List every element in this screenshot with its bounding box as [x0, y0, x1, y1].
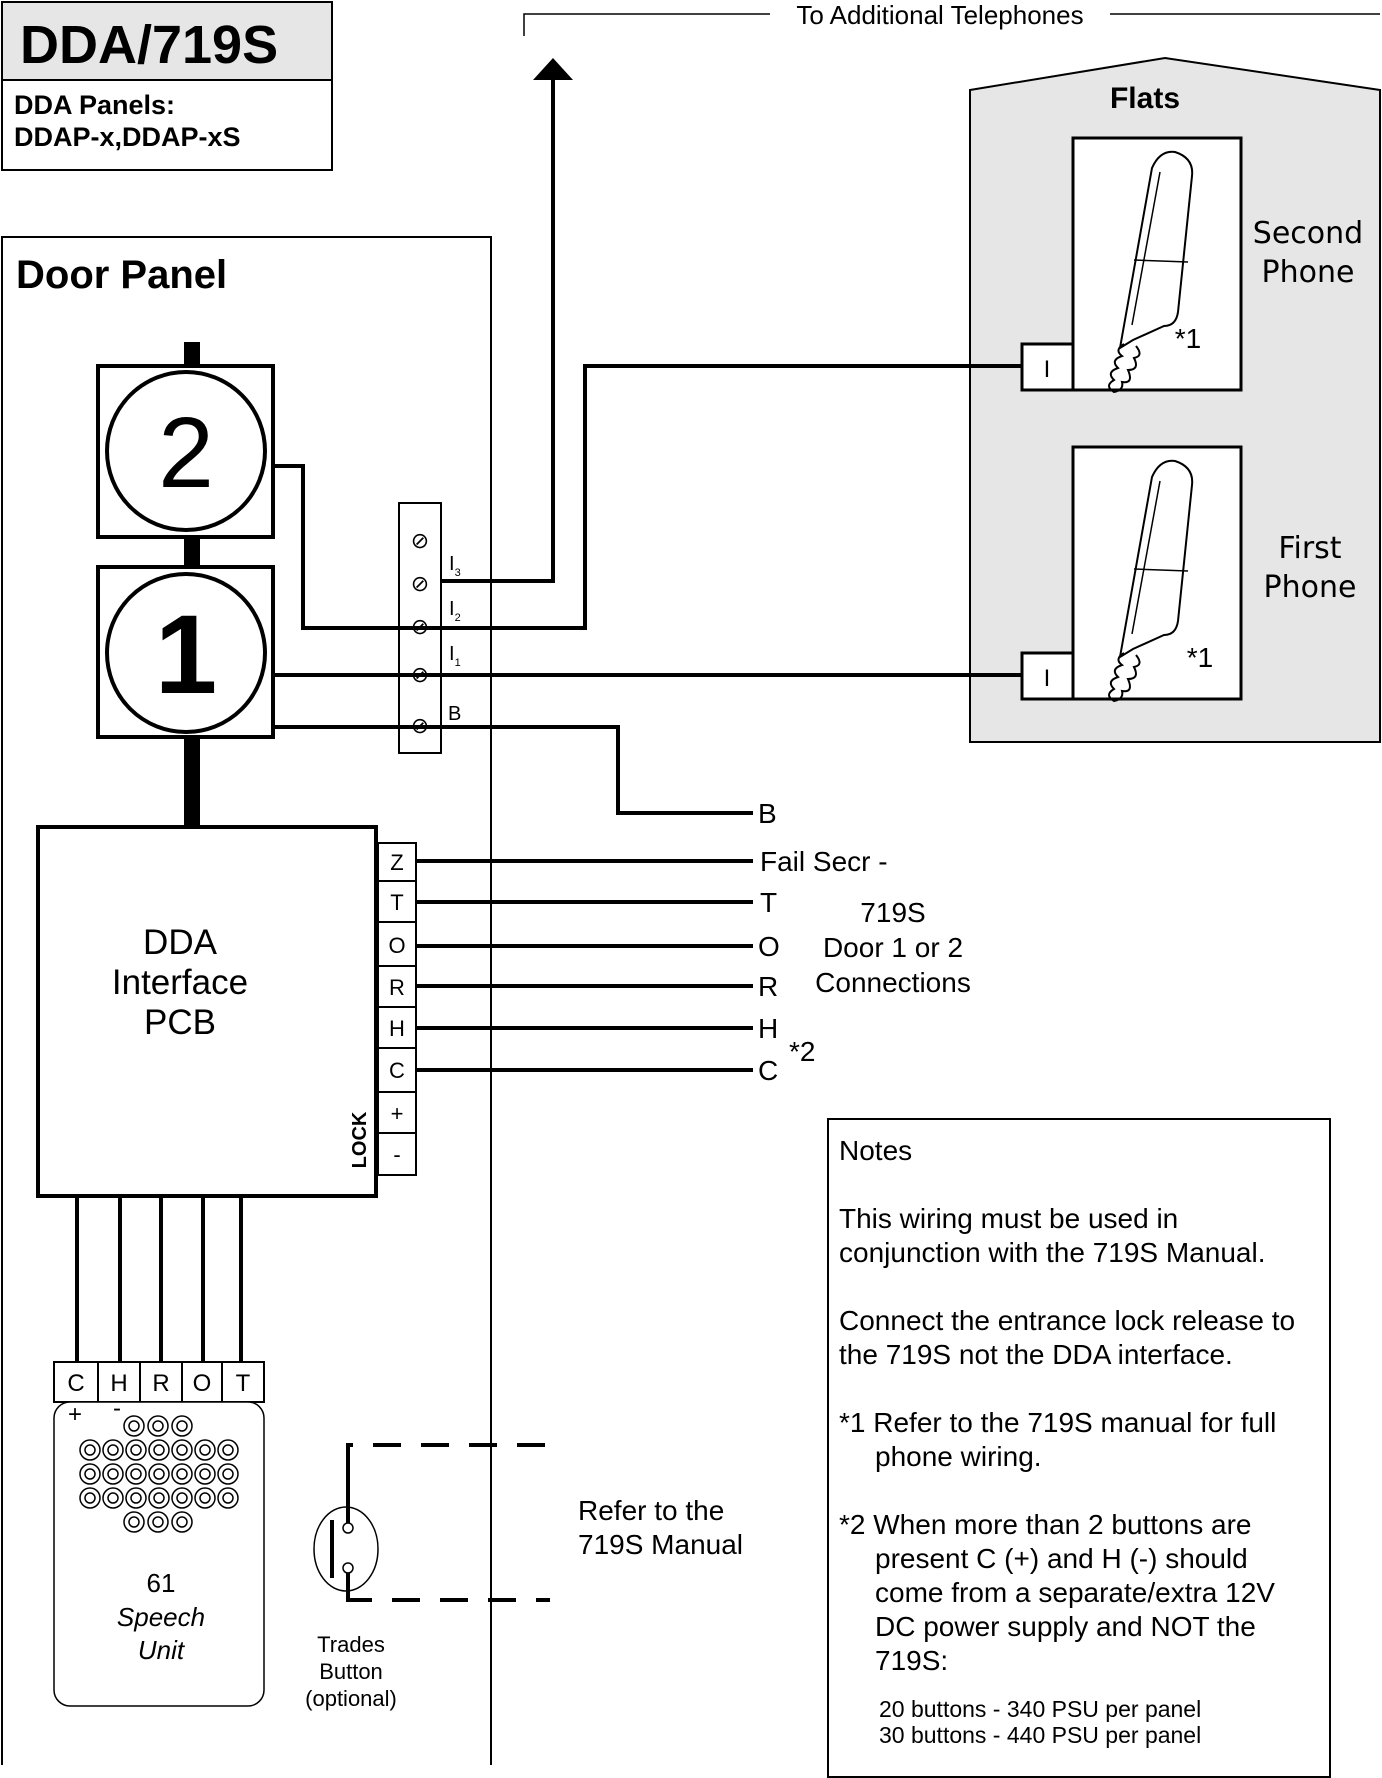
pcb-label-1: DDA — [143, 923, 218, 962]
refer-label-1: Refer to the — [578, 1495, 724, 1526]
lock-label: LOCK — [349, 1111, 371, 1168]
trades-button: Trades Button (optional) — [305, 1443, 560, 1711]
call-button-1: 1 — [96, 565, 275, 739]
second-phone-label-1: Second — [1253, 216, 1363, 251]
pcb-terminal-o: O — [388, 933, 405, 958]
button-spine — [184, 342, 200, 827]
output-b: B — [758, 798, 777, 829]
trades-button-label-2: Button — [319, 1659, 383, 1684]
additional-telephones-bracket: To Additional Telephones — [523, 0, 1380, 36]
button-2-number: 2 — [158, 397, 214, 509]
terminal-label-i1: I1 — [449, 643, 461, 669]
speech-minus: - — [113, 1395, 121, 1422]
speech-unit-number: 61 — [147, 1568, 176, 1598]
refer-label-2: 719S Manual — [578, 1529, 743, 1560]
pcb-terminal-c: C — [389, 1058, 405, 1083]
output-o: O — [758, 931, 780, 962]
speech-unit: C H R O T + - — [53, 1361, 265, 1707]
button-1-number: 1 — [155, 592, 217, 717]
output-h: H — [758, 1013, 778, 1044]
note-lock-release: Connect the entrance lock release to the… — [839, 1305, 1296, 1370]
speaker-grille-icon — [79, 1415, 239, 1533]
output-fail-secr: Fail Secr - — [760, 846, 888, 877]
interface-pcb: DDA Interface PCB LOCK Z T O R H C + - — [36, 825, 417, 1198]
terminal-label-i3: I3 — [449, 553, 461, 579]
trades-button-label-3: (optional) — [305, 1686, 397, 1711]
speech-terminal-c: C — [67, 1370, 84, 1397]
arrow-up-icon — [533, 58, 573, 80]
footnote-ref-1: *1 — [1175, 323, 1201, 354]
output-t: T — [760, 887, 777, 918]
pcb-terminal-minus: - — [393, 1142, 400, 1167]
pcb-terminal-t: T — [390, 890, 403, 915]
terminal-label-b: B — [448, 703, 461, 725]
first-phone-label-2: Phone — [1264, 570, 1357, 605]
note-manual: This wiring must be used in conjunction … — [839, 1203, 1266, 1268]
flats-title: Flats — [1110, 82, 1180, 115]
phone-cord-icon — [1108, 652, 1141, 703]
second-phone-label-2: Phone — [1262, 255, 1355, 290]
terminal-screw-icon: ⊘ — [411, 571, 429, 596]
output-r: R — [758, 971, 778, 1002]
terminal-label-i2: I2 — [449, 598, 461, 624]
panels-models: DDAP-x,DDAP-xS — [14, 122, 241, 152]
title-box: DDA/719S DDA Panels: DDAP-x,DDAP-xS — [1, 1, 333, 171]
footnote-ref-1: *1 — [1187, 642, 1213, 673]
call-button-2: 2 — [96, 364, 275, 539]
pcb-terminal-z: Z — [390, 850, 403, 875]
pcb-label-3: PCB — [144, 1003, 216, 1042]
panels-label: DDA Panels: — [14, 90, 175, 120]
note-phone-wiring: *1 Refer to the 719S manual for full pho… — [839, 1407, 1277, 1472]
speech-terminal-h: H — [110, 1370, 127, 1397]
phone-terminal-label: I — [1044, 356, 1051, 383]
wiring — [75, 80, 1022, 1362]
speech-terminal-t: T — [236, 1370, 251, 1397]
first-phone-label-1: First — [1278, 531, 1341, 566]
psu-item: 20 buttons - 340 PSU per panel — [879, 1696, 1202, 1722]
speech-plus: + — [68, 1401, 82, 1428]
footnote-ref-2: *2 — [789, 1036, 815, 1067]
pcb-terminal-h: H — [389, 1016, 405, 1041]
additional-telephones-label: To Additional Telephones — [796, 0, 1083, 30]
connections-label-2: Door 1 or 2 — [823, 932, 963, 963]
pcb-label-2: Interface — [112, 963, 248, 1002]
phone-terminal-label: I — [1044, 665, 1051, 692]
door-panel-title: Door Panel — [16, 253, 227, 297]
phone-cord-icon — [1108, 343, 1141, 394]
notes-panel: Notes This wiring must be used in conjun… — [827, 1118, 1331, 1778]
output-c: C — [758, 1055, 778, 1086]
trades-button-label-1: Trades — [317, 1632, 385, 1657]
speech-terminal-o: O — [193, 1370, 212, 1397]
model-title: DDA/719S — [20, 15, 278, 75]
door-panel: Door Panel — [1, 236, 492, 1765]
speech-unit-label-2: Unit — [138, 1635, 186, 1665]
flats-building: Flats *1 I Second Phone *1 I First Phone — [969, 56, 1381, 743]
pcb-terminal-plus: + — [391, 1101, 404, 1126]
pcb-terminal-r: R — [389, 975, 405, 1000]
notes-heading: Notes — [839, 1135, 913, 1166]
speech-unit-label-1: Speech — [117, 1602, 205, 1632]
first-phone: *1 I — [1020, 445, 1243, 703]
note-power-supply: *2 When more than 2 buttons are present … — [839, 1509, 1275, 1676]
connections-label-1: 719S — [860, 897, 925, 928]
psu-item: 30 buttons - 440 PSU per panel — [879, 1722, 1202, 1748]
terminal-screw-icon: ⊘ — [411, 528, 429, 553]
speech-terminal-r: R — [152, 1370, 169, 1397]
connections-label-3: Connections — [815, 967, 971, 998]
second-phone: *1 I — [1020, 136, 1243, 394]
